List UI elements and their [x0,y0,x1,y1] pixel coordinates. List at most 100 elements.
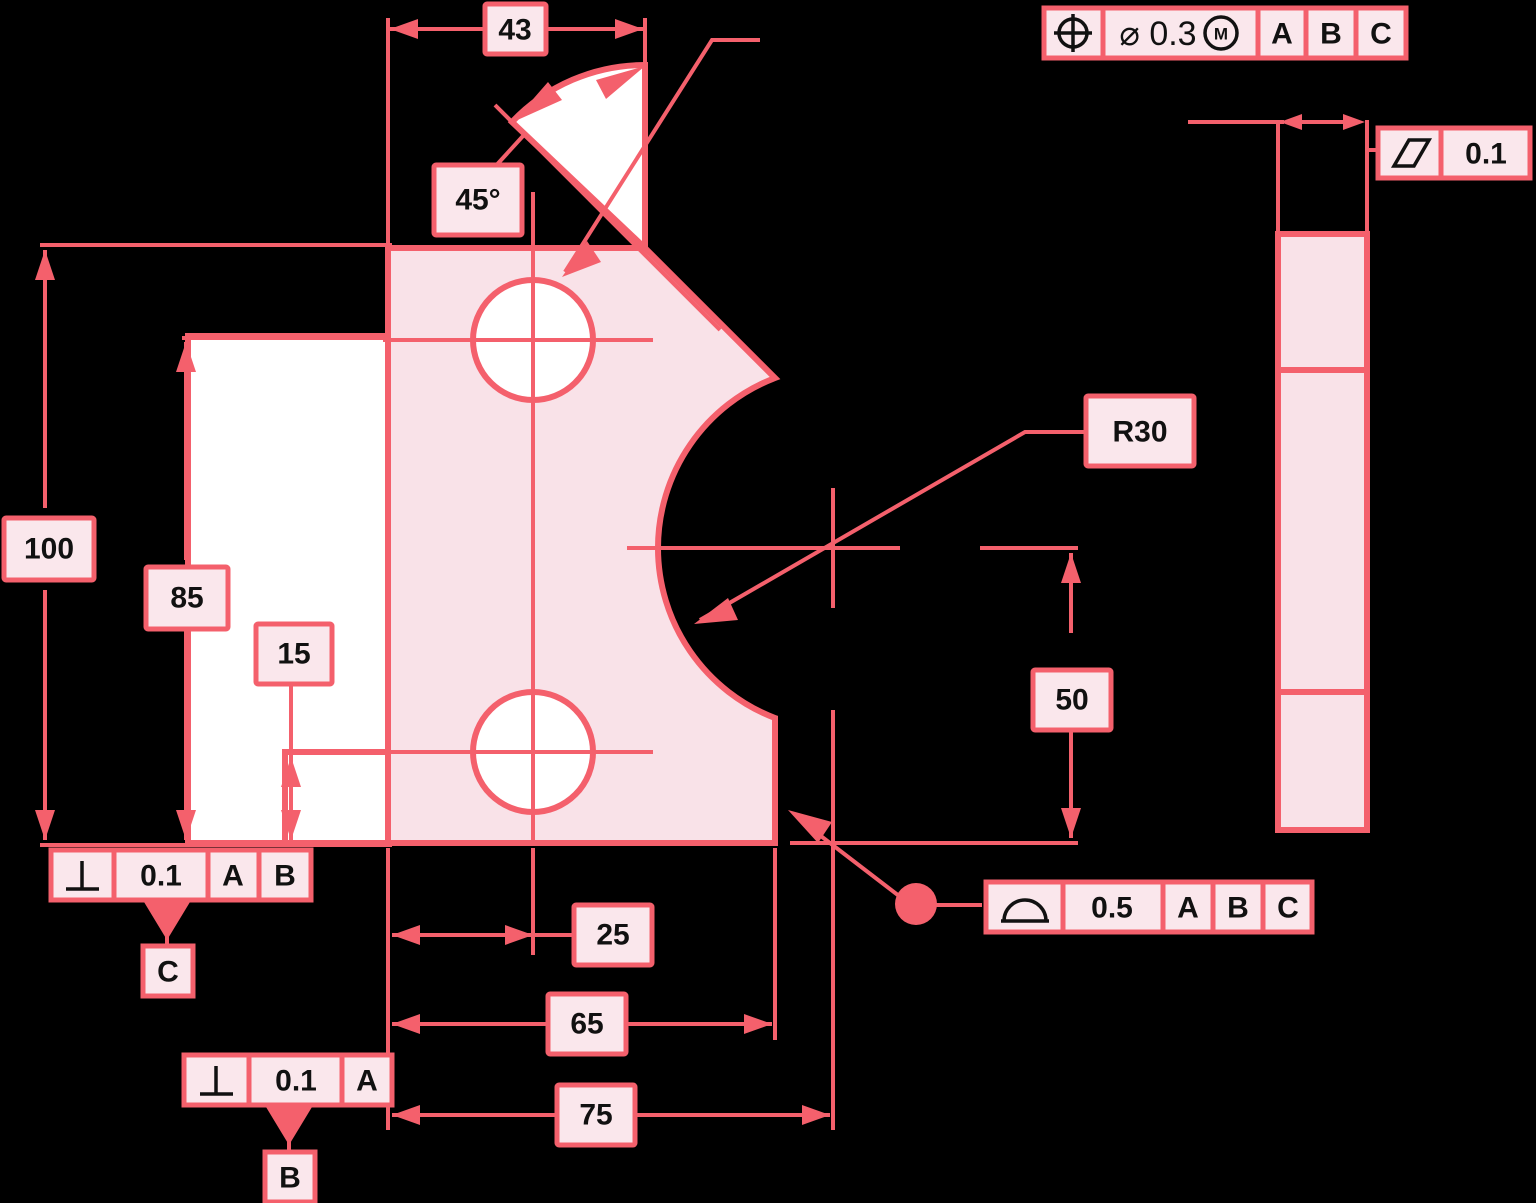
r30-label-box [1083,393,1197,469]
side-view-body [1275,231,1370,833]
side-view [1188,114,1378,833]
position-leader-arrow [562,241,601,277]
position-fcf-leader [562,38,760,277]
dim65-label-box [545,991,629,1057]
r30-label: R30 [1112,416,1167,449]
angle-arrow-start [513,82,562,122]
dim15-label-box [253,621,335,687]
profile-leader-arrow [788,810,832,843]
dim100-label-box [1,515,97,583]
dim65-label: 65 [570,1008,603,1041]
profile-datum-b: B [1227,892,1249,925]
perp-b-frame-dividers [246,1055,345,1105]
parallelism-tolerance-value: 0.1 [1465,138,1507,171]
hole-centerlines [383,192,653,840]
dim43-arrow-left [390,19,418,39]
position-frame[interactable]: ⌀ 0.3 M A B C [1041,5,1409,61]
perpendicularity-icon [66,861,99,891]
thickness-arrow-right [1343,114,1365,130]
all-around-icon [895,883,937,925]
perp-b-datum-a: A [356,1065,378,1098]
perpendicularity-frame-b[interactable]: 0.1 A B [181,1052,395,1203]
dim15-arrow-top [281,757,301,787]
dim50-arrow-bottom [1061,808,1081,838]
dim100-arrow-bottom [35,810,55,840]
perpendicularity-frame-c[interactable]: 0.1 A B C [48,847,314,999]
position-leader-line [563,38,760,274]
position-datum-b: B [1320,18,1342,51]
datum-b-label: B [279,1162,301,1195]
dim85-arrow-bottom [176,810,196,840]
perp-b-frame-box [181,1052,395,1108]
left-step-region-lower [282,749,391,846]
dim75-label: 75 [579,1099,612,1132]
dimension-15: 15 [253,621,390,840]
angle-arrow-end [596,66,645,99]
r30-leader-arrow [694,598,738,624]
dimension-100: 100 [1,243,392,847]
dim25-arrow-right [505,925,533,945]
angle-sector [507,61,648,255]
dim50-label-box [1030,667,1114,733]
position-tolerance-value: ⌀ 0.3 [1119,15,1196,53]
perp-c-datum-b: B [274,860,296,893]
datum-b-box [262,1149,318,1203]
dim75-arrow-left [392,1105,420,1125]
profile-frame-dividers [1060,882,1266,932]
dim43-label: 43 [498,14,531,47]
dim15-label: 15 [277,638,310,671]
datum-b-triangle [266,1107,312,1145]
perp-c-frame-box [48,847,314,903]
perpendicularity-icon [200,1066,233,1096]
dim43-label-box [482,1,549,57]
angle-ext-chamfer [493,103,722,332]
profile-of-surface-icon [1001,898,1049,923]
profile-tolerance-value: 0.5 [1091,892,1133,925]
dim75-label-box [554,1082,638,1148]
dimension-45deg: 45° [431,38,722,332]
dimension-25: 25 [386,848,655,968]
r30-leader-line [698,430,1085,622]
position-datum-c: C [1370,18,1392,51]
dimension-r30: R30 [694,393,1197,624]
dim85-label-box [143,564,231,632]
dim25-label-box [571,902,655,968]
profile-datum-c: C [1277,892,1299,925]
dim45-label: 45° [455,184,500,217]
dim100-label: 100 [24,533,74,566]
dimension-85: 85 [143,336,390,840]
dim100-arrow-top [35,250,55,280]
dim50-label: 50 [1055,684,1088,717]
dim50-arrow-top [1061,553,1081,583]
dim43-arrow-right [615,19,643,39]
perp-c-tolerance-value: 0.1 [140,860,182,893]
position-frame-dividers [1100,8,1359,58]
dim85-arrow-top [176,342,196,372]
thickness-arrow-left [1280,114,1302,130]
dim85-label: 85 [170,582,203,615]
dim25-arrow-left [392,925,420,945]
datum-c-triangle [144,902,190,940]
arc-center-crosshair [627,488,900,608]
front-view [185,192,900,846]
parallelism-icon [1390,138,1433,168]
dim25-label: 25 [596,919,629,952]
dim65-arrow-right [744,1014,772,1034]
parallelism-frame[interactable]: 0.1 [1375,125,1533,181]
mmc-modifier-letter: M [1214,25,1228,44]
datum-c-label: C [157,956,179,989]
position-datum-a: A [1271,18,1293,51]
datum-c-box [140,943,196,999]
profile-datum-a: A [1177,892,1199,925]
profile-leader-line [798,818,982,907]
perp-c-frame-dividers [111,850,262,900]
dim15-arrow-bottom [281,810,301,840]
perp-c-datum-a: A [222,860,244,893]
mmc-modifier-icon: M [1203,15,1239,51]
dim45-label-box [431,162,525,238]
profile-surface-frame[interactable]: 0.5 A B C [788,810,1315,935]
position-icon [1054,14,1092,52]
part-outline [385,245,781,846]
